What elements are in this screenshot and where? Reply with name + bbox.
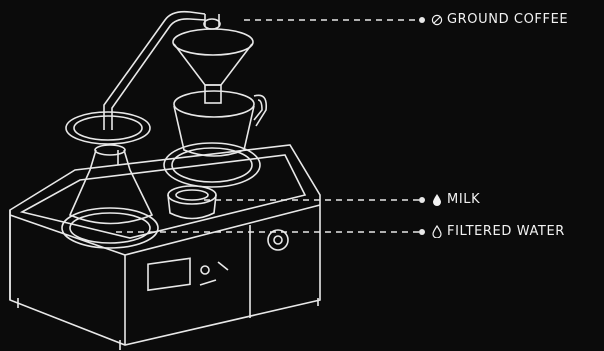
filtered-water-label: FILTERED WATER (447, 224, 565, 239)
bean-icon (431, 13, 443, 27)
milk-cup (168, 186, 216, 219)
callout-lines (116, 17, 425, 235)
outline-drop-icon (431, 225, 443, 239)
filled-drop-icon (431, 193, 443, 207)
milk-label: MILK (447, 192, 480, 207)
brew-plate (164, 143, 260, 187)
milk-callout: MILK (431, 192, 480, 207)
filtered-water-callout: FILTERED WATER (431, 224, 565, 239)
machine-base (10, 145, 320, 350)
coffee-hopper (173, 14, 253, 103)
water-carafe (66, 112, 152, 224)
water-plate (62, 208, 158, 248)
ground-coffee-callout: GROUND COFFEE (431, 12, 568, 27)
ground-coffee-label: GROUND COFFEE (447, 12, 568, 27)
